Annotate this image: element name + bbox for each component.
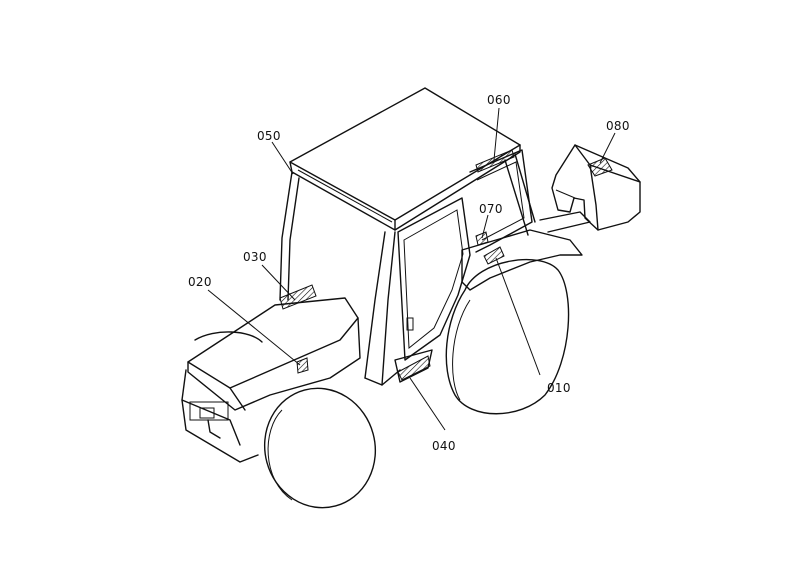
callout-080: 080 (606, 119, 630, 133)
callout-020: 020 (188, 275, 212, 289)
cab-frame (279, 153, 536, 386)
label-030 (279, 284, 317, 310)
callout-010: 010 (547, 381, 571, 395)
label-020 (296, 357, 309, 374)
label-010 (483, 246, 505, 265)
rear-wheel (445, 258, 570, 415)
label-080 (587, 157, 613, 177)
callout-060: 060 (487, 93, 511, 107)
label-060 (475, 149, 515, 173)
callout-050: 050 (257, 129, 281, 143)
cab-step (394, 349, 433, 383)
rear-fender (461, 211, 591, 291)
leader-lines (207, 107, 616, 431)
hood (181, 297, 361, 463)
callout-070: 070 (479, 202, 503, 216)
callout-040: 040 (432, 439, 456, 453)
label-070 (475, 231, 489, 246)
cab-roof (289, 87, 521, 231)
rear-weight (551, 144, 641, 231)
callout-030: 030 (243, 250, 267, 264)
front-wheel-far (194, 331, 263, 343)
label-040 (397, 355, 431, 381)
front-wheel (263, 387, 377, 509)
label-decals (279, 149, 613, 381)
